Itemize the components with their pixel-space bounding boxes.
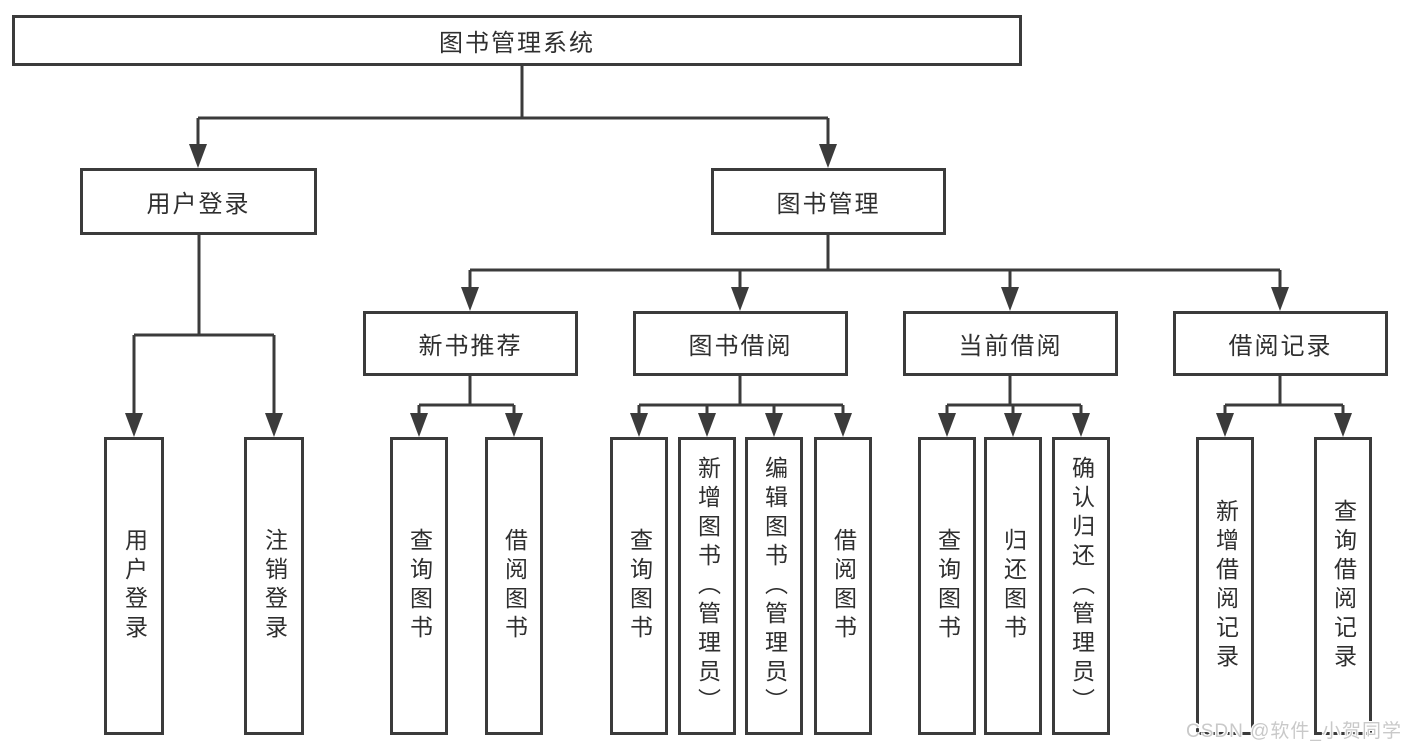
arrow-head: [125, 413, 143, 437]
node-borrow-records-label: 借阅记录: [1228, 333, 1333, 360]
leaf-confirm-return-admin: 确认归还（管理员）: [1052, 437, 1110, 735]
arrow-head: [1072, 413, 1090, 437]
arrow-head: [1216, 413, 1234, 437]
leaf-query-borrow-record-label: 查询借阅记录: [1330, 499, 1357, 673]
leaf-borrow-books: 借阅图书: [814, 437, 872, 735]
leaf-query-books-current: 查询图书: [918, 437, 976, 735]
arrow-head: [189, 144, 207, 168]
node-user-login-label: 用户登录: [146, 191, 251, 218]
leaf-query-books-current-label: 查询图书: [934, 528, 961, 644]
leaf-return-books: 归还图书: [984, 437, 1042, 735]
leaf-logout: 注销登录: [244, 437, 304, 735]
leaf-borrow-books-recommend: 借阅图书: [485, 437, 543, 735]
arrow-head: [1334, 413, 1352, 437]
leaf-borrow-books-recommend-label: 借阅图书: [501, 528, 528, 644]
leaf-query-books-borrow-label: 查询图书: [626, 528, 653, 644]
arrow-head: [461, 287, 479, 311]
leaf-edit-book-admin: 编辑图书（管理员）: [745, 437, 803, 735]
leaf-edit-book-admin-label: 编辑图书（管理员）: [761, 455, 788, 717]
node-root: 图书管理系统: [12, 15, 1022, 66]
arrow-head: [819, 144, 837, 168]
arrow-head: [731, 287, 749, 311]
node-root-label: 图书管理系统: [439, 30, 595, 57]
leaf-query-books-recommend: 查询图书: [390, 437, 448, 735]
node-book-management-label: 图书管理: [776, 191, 881, 218]
leaf-confirm-return-admin-label: 确认归还（管理员）: [1068, 455, 1095, 717]
leaf-add-book-admin: 新增图书（管理员）: [678, 437, 736, 735]
node-book-borrowing-label: 图书借阅: [688, 333, 793, 360]
leaf-borrow-books-label: 借阅图书: [830, 528, 857, 644]
node-new-book-recommend: 新书推荐: [363, 311, 578, 376]
node-borrow-records: 借阅记录: [1173, 311, 1388, 376]
leaf-add-book-admin-label: 新增图书（管理员）: [694, 455, 721, 717]
arrow-head: [938, 413, 956, 437]
connector-book-mgmt-to-level3: [468, 235, 1282, 291]
arrow-head: [410, 413, 428, 437]
leaf-query-books-recommend-label: 查询图书: [406, 528, 433, 644]
leaf-add-borrow-record-label: 新增借阅记录: [1212, 499, 1239, 673]
node-current-borrowing-label: 当前借阅: [958, 333, 1063, 360]
connector-new-book-to-leaves: [417, 376, 516, 417]
arrow-head: [834, 413, 852, 437]
leaf-query-books-borrow: 查询图书: [610, 437, 668, 735]
arrow-head: [765, 413, 783, 437]
node-current-borrowing: 当前借阅: [903, 311, 1118, 376]
connector-borrow-record-to-leaves: [1223, 376, 1345, 417]
leaf-user-login: 用户登录: [104, 437, 164, 735]
leaf-query-borrow-record: 查询借阅记录: [1314, 437, 1372, 735]
connector-root-to-level2: [196, 66, 830, 148]
csdn-watermark: CSDN @软件_小贺同学: [1186, 721, 1402, 742]
connector-book-borrow-to-leaves: [637, 376, 845, 417]
arrow-head: [505, 413, 523, 437]
node-book-borrowing: 图书借阅: [633, 311, 848, 376]
node-new-book-recommend-label: 新书推荐: [418, 333, 523, 360]
arrow-head: [1271, 287, 1289, 311]
arrow-head: [1001, 287, 1019, 311]
node-user-login: 用户登录: [80, 168, 317, 235]
leaf-user-login-label: 用户登录: [121, 528, 148, 644]
arrow-head: [698, 413, 716, 437]
arrow-head: [1004, 413, 1022, 437]
leaf-add-borrow-record: 新增借阅记录: [1196, 437, 1254, 735]
leaf-logout-label: 注销登录: [261, 528, 288, 644]
connector-current-borrow-to-leaves: [945, 376, 1083, 417]
leaf-return-books-label: 归还图书: [1000, 528, 1027, 644]
arrow-head: [630, 413, 648, 437]
arrow-head: [265, 413, 283, 437]
connector-user-login-to-leaves: [132, 235, 276, 417]
node-book-management: 图书管理: [711, 168, 946, 235]
